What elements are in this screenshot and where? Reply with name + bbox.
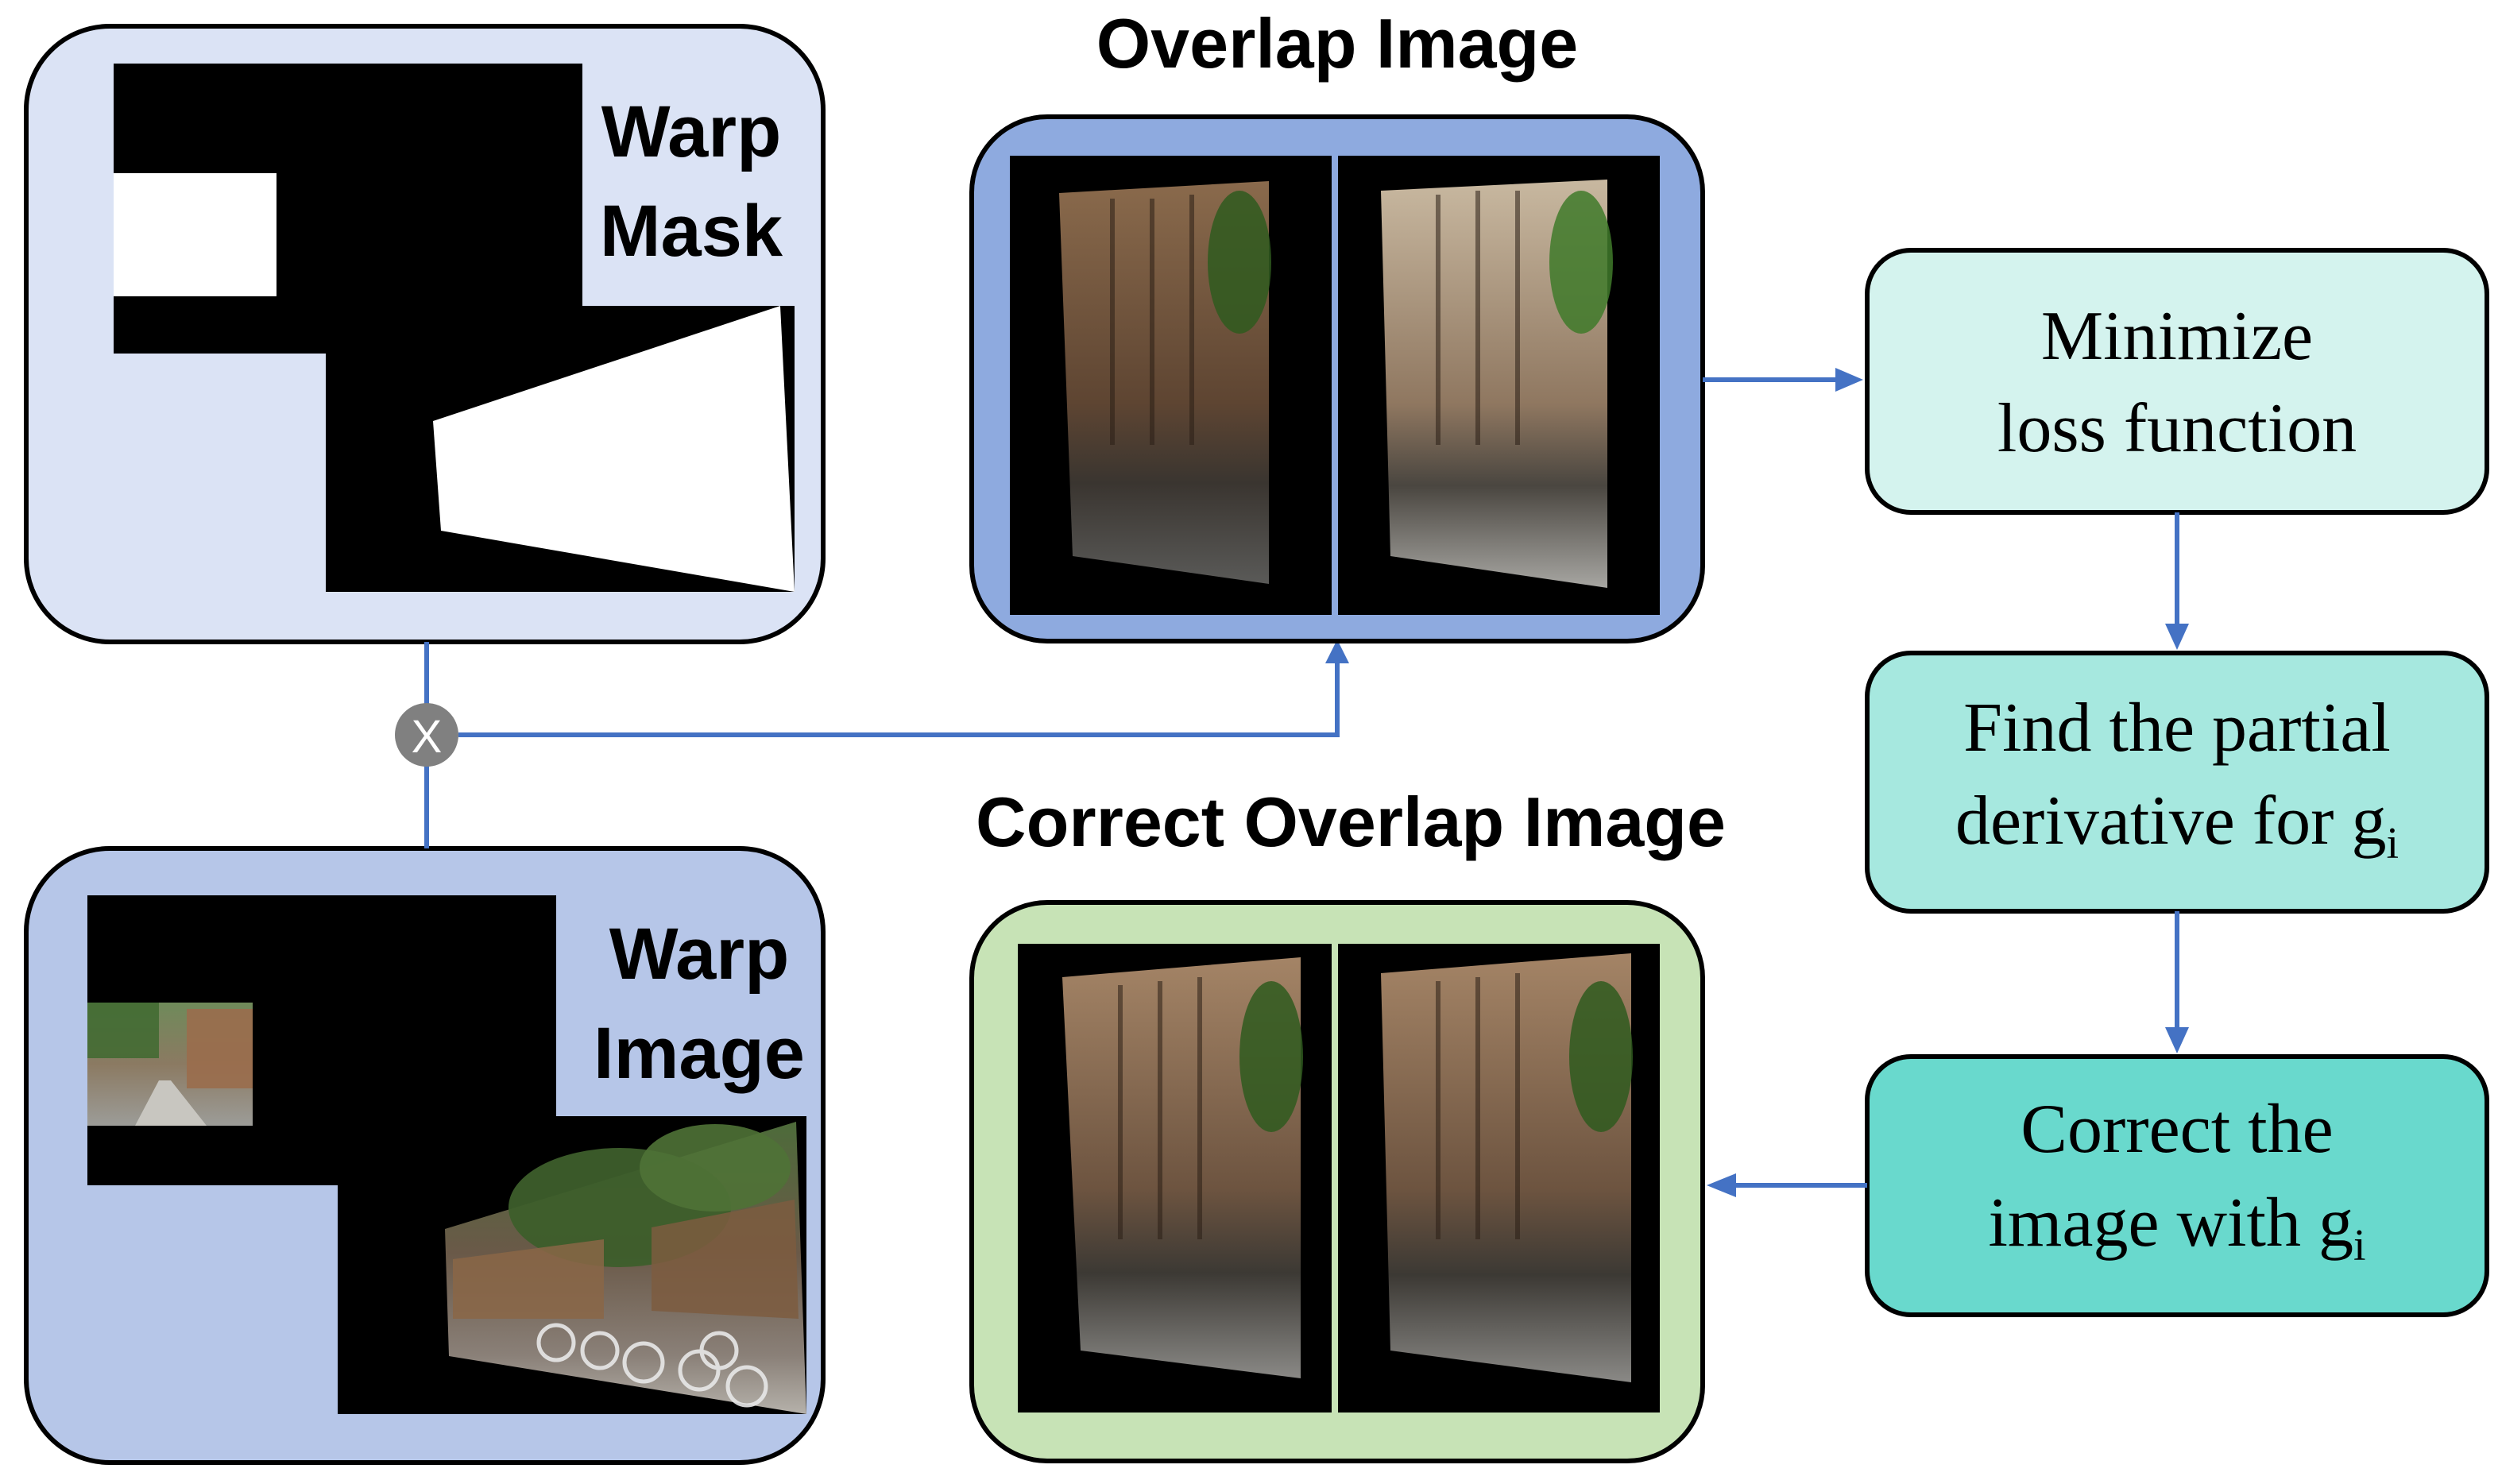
warp-mask-image bbox=[114, 64, 795, 592]
step-2-line-1: Find the partial bbox=[1963, 690, 2391, 767]
arrowhead-down-1 bbox=[2165, 624, 2189, 650]
overlap-image-group: Overlap Image bbox=[969, 4, 1705, 643]
step-1-line-1: Minimize bbox=[2041, 298, 2313, 375]
flow-arrows bbox=[1703, 368, 2189, 1197]
warp-mask-label-line1: Warp bbox=[601, 91, 782, 172]
step-minimize-loss: Minimize loss function bbox=[1865, 248, 2489, 515]
mask-white-rect bbox=[114, 173, 276, 296]
arrowhead-right bbox=[1835, 368, 1863, 392]
step-1-line-2: loss function bbox=[1997, 390, 2357, 467]
multiply-node bbox=[395, 703, 458, 767]
step-3-line-1: Correct the bbox=[2021, 1091, 2333, 1168]
warp-mask-panel: Warp Mask bbox=[24, 24, 826, 644]
multiply-connector: X bbox=[395, 640, 1349, 848]
overlap-image-title: Overlap Image bbox=[1096, 4, 1579, 83]
correct-right-photo bbox=[1381, 953, 1631, 1382]
arrowhead-down-2 bbox=[2165, 1027, 2189, 1053]
arrowhead-left bbox=[1707, 1173, 1736, 1197]
multiply-to-overlap-arrow bbox=[458, 647, 1340, 737]
warp-image-label-line2: Image bbox=[594, 1013, 805, 1094]
step-box-1 bbox=[1865, 248, 2489, 515]
correct-overlap-title: Correct Overlap Image bbox=[976, 783, 1726, 861]
step-2-line-2: derivative for gi bbox=[1955, 783, 2399, 868]
multiply-symbol: X bbox=[412, 711, 443, 763]
warp-mask-label-line2: Mask bbox=[600, 191, 783, 272]
arrowhead-up-overlap bbox=[1325, 640, 1349, 663]
warp-image-label-line1: Warp bbox=[609, 914, 790, 995]
step-3-line-2: image with gi bbox=[1988, 1184, 2365, 1270]
warp-image-picture bbox=[87, 895, 806, 1414]
step-find-partial-derivative: Find the partial derivative for gi bbox=[1865, 651, 2489, 914]
warp-image-panel: Warp Image bbox=[24, 846, 826, 1465]
step-correct-image: Correct the image with gi bbox=[1865, 1054, 2489, 1317]
mask-white-trapezoid bbox=[433, 306, 795, 592]
correct-overlap-group: Correct Overlap Image bbox=[969, 783, 1726, 1463]
